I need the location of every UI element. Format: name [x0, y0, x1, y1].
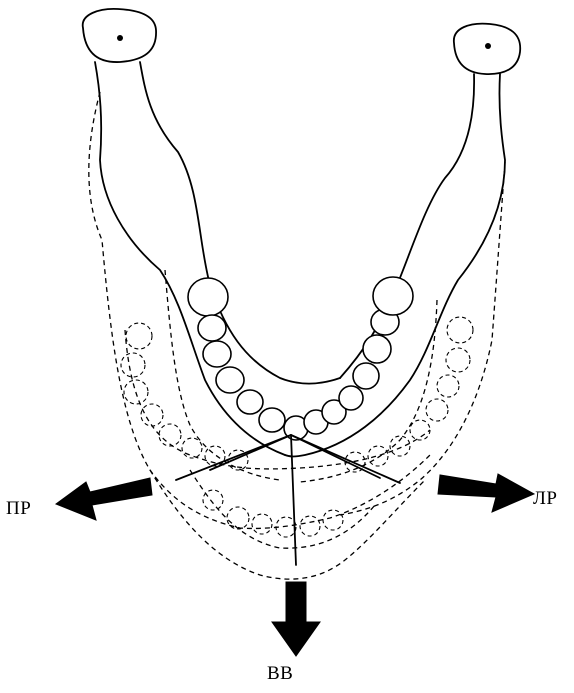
arrow-down [272, 582, 320, 656]
tooth-left-2 [198, 315, 226, 341]
displaced-jaw-outlines [89, 92, 505, 579]
displaced-tooth [410, 420, 430, 440]
arrow-left [56, 478, 152, 520]
displaced-tooth [447, 317, 473, 343]
direction-arrows [56, 474, 534, 656]
tooth-right-3 [363, 335, 391, 363]
arrow-right [438, 474, 534, 512]
ramus-right-inner [340, 74, 474, 378]
displaced-tooth [437, 375, 459, 397]
displaced-tooth [182, 438, 202, 458]
condyle-dot-right [485, 43, 491, 49]
displaced-tooth [126, 323, 152, 349]
radiating-line-right-2 [291, 435, 380, 478]
tooth-left-6 [259, 408, 285, 432]
tooth-left-3 [203, 341, 231, 367]
mandible-outline [83, 9, 521, 457]
displaced-tooth [121, 353, 145, 377]
tooth-right-5 [339, 386, 363, 410]
displaced-tooth [276, 517, 296, 537]
displaced-tooth [368, 446, 388, 466]
ramus-right-outer [285, 74, 505, 457]
tooth-left-4 [216, 367, 244, 393]
label-bottom-direction: ВВ [267, 663, 293, 685]
displaced-tooth [141, 404, 163, 426]
condyle-dot-left [117, 35, 123, 41]
inner-dashed-arch-right [300, 300, 437, 482]
radiating-line-down [291, 435, 296, 565]
displaced-tooth [446, 348, 470, 372]
tooth-right-4 [353, 363, 379, 389]
displaced-tooth [124, 380, 148, 404]
displaced-tooth [159, 424, 181, 446]
displaced-outline-bottom [150, 470, 425, 579]
tooth-left-1 [188, 278, 228, 316]
tooth-left-5 [237, 390, 263, 414]
label-left-direction: ПР [6, 498, 31, 520]
ramus-left-inner [140, 62, 340, 384]
displaced-tooth [252, 514, 272, 534]
label-right-direction: ЛР [533, 488, 557, 510]
displaced-tooth [323, 510, 343, 530]
displaced-tooth [300, 516, 320, 536]
displaced-tooth [426, 399, 448, 421]
condyle-head-right [454, 24, 520, 74]
tooth-right-1 [373, 277, 413, 315]
displacement-lines [176, 435, 400, 565]
